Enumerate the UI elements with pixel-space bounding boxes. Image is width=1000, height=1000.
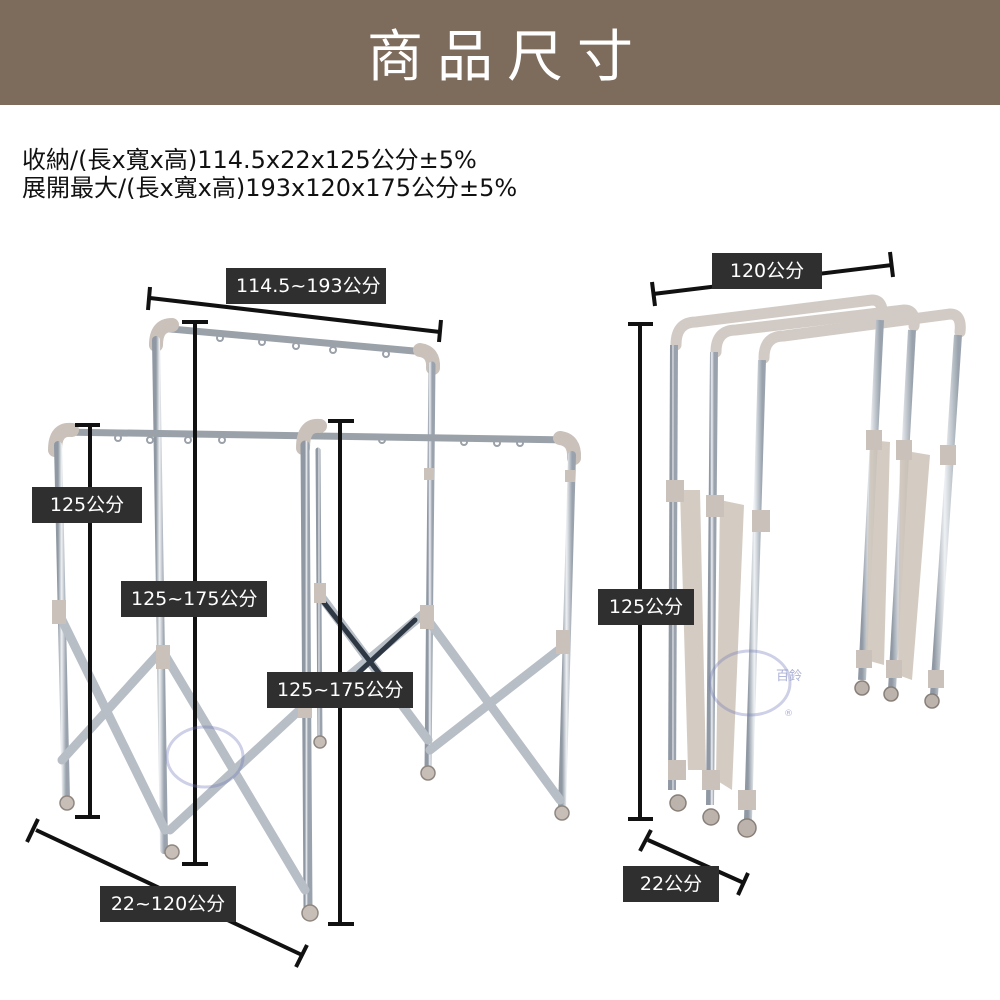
label-folded-width: 120公分 <box>712 253 822 289</box>
spec-expanded: 展開最大/(長x寬x高)193x120x175公分±5% <box>22 174 518 202</box>
label-folded-height: 125公分 <box>598 589 694 625</box>
spec-folded: 收納/(長x寬x高)114.5x22x125公分±5% <box>22 146 477 174</box>
page-title: 商品尺寸 <box>367 25 647 90</box>
label-depth: 22~120公分 <box>100 886 236 922</box>
label-length: 114.5~193公分 <box>226 268 386 304</box>
label-front-height: 125公分 <box>32 487 142 523</box>
watermark-registered-mark: ® <box>784 709 793 719</box>
watermark-brand-text: 百鈴 <box>776 669 802 684</box>
spec-text: 收納/(長x寬x高)114.5x22x125公分±5% 展開最大/(長x寬x高)… <box>22 146 517 202</box>
label-folded-depth: 22公分 <box>623 866 719 902</box>
brand-watermark-icon <box>165 649 792 789</box>
header-banner: 商品尺寸 <box>0 0 1000 105</box>
dimension-lines-right <box>628 251 895 896</box>
folded-rack-image <box>666 294 966 838</box>
label-right-height: 125~175公分 <box>267 672 413 708</box>
label-middle-height: 125~175公分 <box>121 581 267 617</box>
expanded-rack-image <box>48 318 582 922</box>
dimension-lines-left <box>25 286 443 968</box>
